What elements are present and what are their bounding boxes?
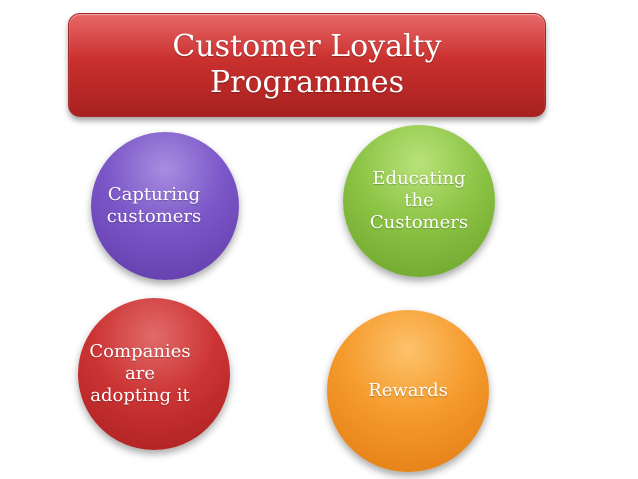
diagram-title: Customer Loyalty Programmes <box>172 29 442 100</box>
circle-label: Companies are adopting it <box>89 341 191 406</box>
title-banner: Customer Loyalty Programmes <box>68 13 546 117</box>
circle-label: Rewards <box>368 380 448 401</box>
circle-label: Educating the Customers <box>369 168 469 233</box>
circle-label: Capturing customers <box>106 184 202 227</box>
circle-companies-adopting: Companies are adopting it <box>78 298 230 450</box>
circle-rewards: Rewards <box>327 310 489 472</box>
circle-educating-customers: Educating the Customers <box>343 125 495 277</box>
circle-capturing-customers: Capturing customers <box>91 132 239 280</box>
